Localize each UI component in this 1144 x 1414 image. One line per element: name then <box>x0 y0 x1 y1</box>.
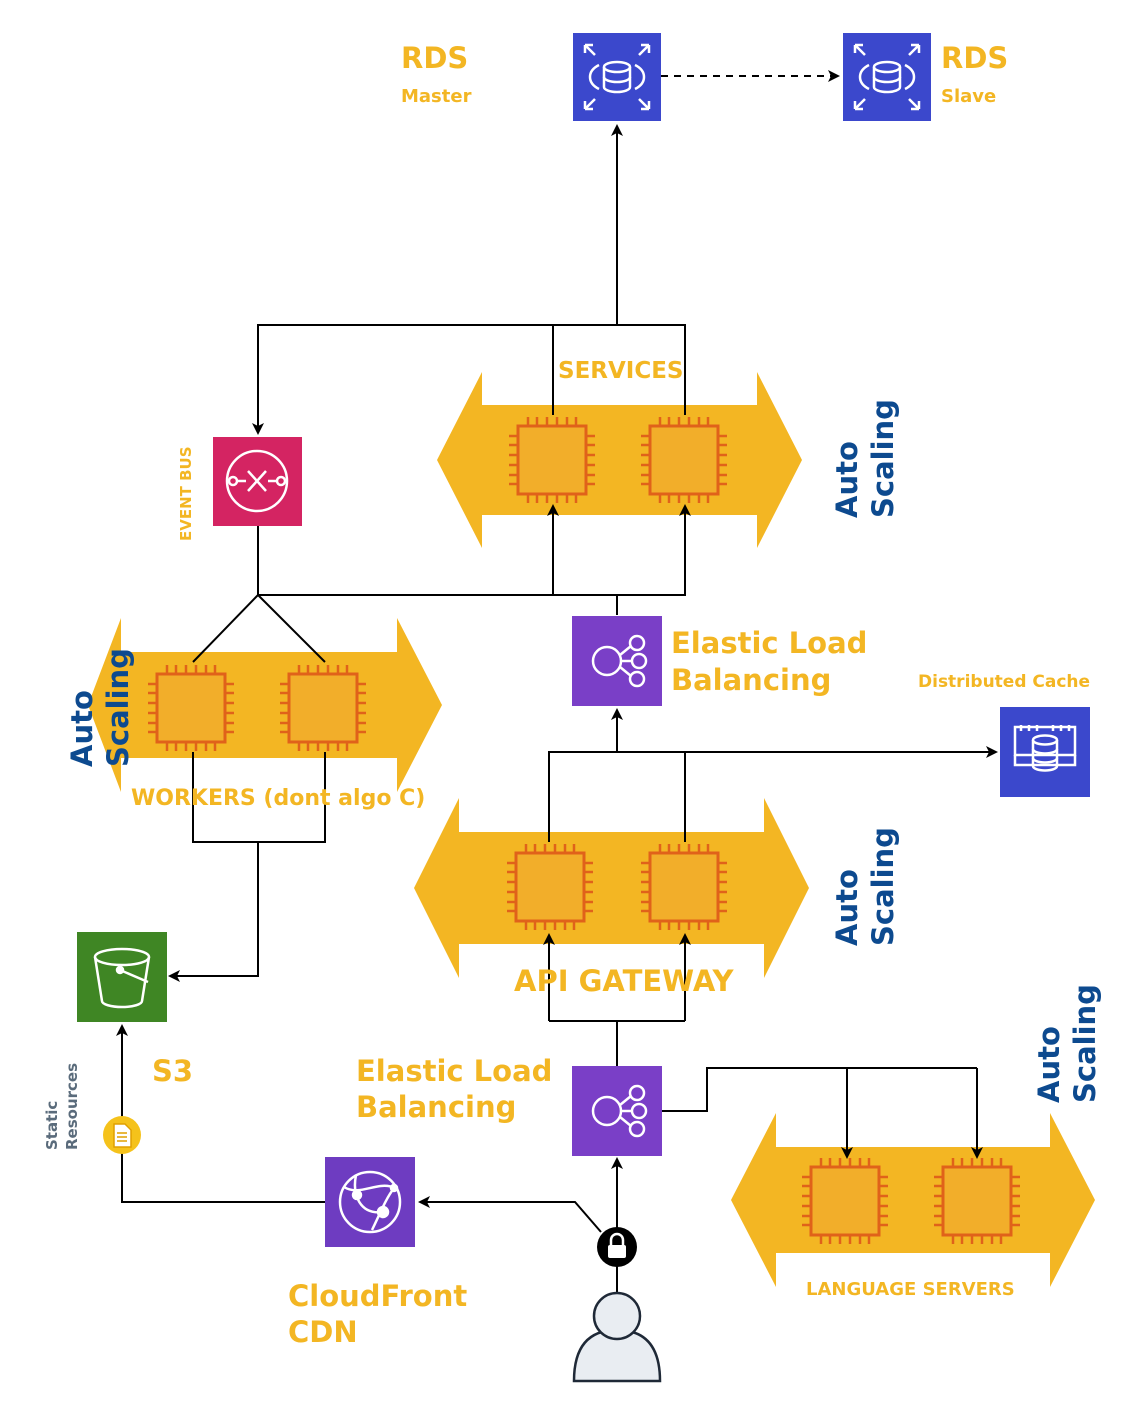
event-bus-icon <box>213 437 302 526</box>
api-gateway-label: API GATEWAY <box>514 964 735 998</box>
lock-icon <box>597 1227 637 1267</box>
s3-label: S3 <box>152 1054 193 1088</box>
worker-instance-1 <box>146 663 236 753</box>
bucket-icon <box>77 932 167 1022</box>
rds-master-subtitle: Master <box>401 86 472 107</box>
cloudfront-to-s3-arrow <box>116 1024 326 1203</box>
rds-slave-subtitle: Slave <box>941 86 996 107</box>
language-server-instance-2 <box>932 1156 1022 1246</box>
services-autoscaling-band <box>437 372 802 548</box>
event-bus-label: EVENT BUS <box>177 446 195 541</box>
user-icon <box>572 1291 662 1383</box>
connectors <box>116 70 998 1292</box>
cache-icon <box>1000 707 1090 797</box>
rds-slave-title: RDS <box>941 41 1008 75</box>
elb-top-label-line1: Elastic Load <box>671 626 867 660</box>
elb-top-label-line2: Balancing <box>671 663 831 697</box>
api-gateway-instance-2 <box>639 842 729 932</box>
services-autoscaling-line1: Auto <box>830 441 864 518</box>
services-to-eventbus-arrow <box>252 324 553 435</box>
globe-icon <box>325 1157 415 1247</box>
load-balancer-icon <box>570 614 664 708</box>
services-label: SERVICES <box>558 358 684 384</box>
workers-autoscaling-band <box>88 618 442 792</box>
workers-to-s3-arrow <box>168 842 259 982</box>
load-balancer-icon <box>570 1064 664 1158</box>
database-icon <box>841 31 933 123</box>
language-servers-autoscaling-line2: Scaling <box>1068 984 1102 1103</box>
static-resources-label-line2: Resources <box>63 1063 81 1150</box>
services-autoscaling-line2: Scaling <box>866 399 900 518</box>
rds-master-title: RDS <box>401 41 468 75</box>
static-resources-label-line1: Static <box>43 1101 61 1150</box>
api-gateway-autoscaling-line2: Scaling <box>866 827 900 946</box>
services-instance-1 <box>507 415 597 505</box>
cloudfront-label-line1: CloudFront <box>288 1279 467 1313</box>
document-icon <box>103 1116 141 1154</box>
workers-label: WORKERS (dont algo C) <box>131 786 425 811</box>
elb-bottom-label-line2: Balancing <box>356 1090 516 1124</box>
cloudfront-label-line2: CDN <box>288 1315 358 1349</box>
worker-instance-2 <box>278 663 368 753</box>
workers-autoscaling-line1: Auto <box>65 690 99 767</box>
api-gateway-autoscaling-band <box>414 798 809 978</box>
distributed-cache-label: Distributed Cache <box>918 672 1090 692</box>
language-servers-label: LANGUAGE SERVERS <box>806 1279 1015 1300</box>
workers-autoscaling-line2: Scaling <box>101 648 135 767</box>
language-servers-autoscaling-band <box>731 1113 1095 1287</box>
language-server-instance-1 <box>800 1156 890 1246</box>
language-servers-autoscaling-line1: Auto <box>1032 1026 1066 1103</box>
database-icon <box>571 31 663 123</box>
api-gateway-instance-1 <box>505 842 595 932</box>
services-instance-2 <box>639 415 729 505</box>
user-to-cloudfront-arrow <box>418 1196 602 1233</box>
elb-bottom-label-line1: Elastic Load <box>356 1054 552 1088</box>
api-gateway-autoscaling-line1: Auto <box>830 869 864 946</box>
